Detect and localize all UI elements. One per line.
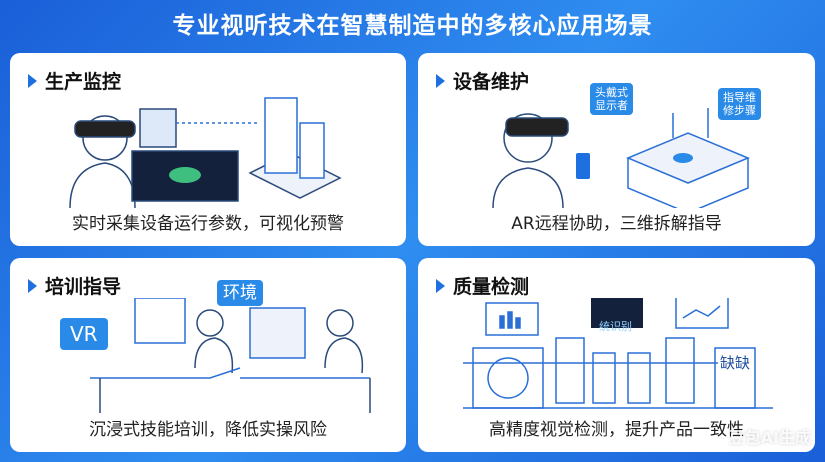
- page-title: 专业视听技术在智慧制造中的多核心应用场景: [172, 13, 653, 39]
- watermark: 豆包AI生成: [728, 428, 811, 447]
- arrow-icon: [436, 278, 445, 293]
- tag-repair-steps: 指导维 修步骤: [718, 88, 761, 120]
- tag-head-mounted-display: 头戴式 显示者: [590, 83, 633, 115]
- card-heading: 设备维护: [453, 71, 530, 93]
- arrow-icon: [28, 278, 37, 293]
- inspection-illustration: [463, 298, 773, 409]
- card-caption: 高精度视觉检测，提升产品一致性: [489, 420, 744, 440]
- card-caption: AR远程协助，三维拆解指导: [511, 214, 722, 234]
- card-caption: 实时采集设备运行参数，可视化预警: [72, 214, 344, 234]
- recognition-label: 统识别: [599, 320, 632, 333]
- environment-label: 环境: [217, 280, 263, 306]
- card-heading: 培训指导: [45, 276, 122, 298]
- arrow-icon: [28, 73, 37, 88]
- card-caption: 沉浸式技能培训，降低实操风险: [89, 420, 327, 440]
- card-training-guidance: 培训指导 VR 环境 沉浸式技能培训，降低实操风险: [10, 258, 406, 452]
- card-equipment-maintenance: 设备维护 头戴式 显示者 指导维 修步骤 AR远程协助，三维拆解指导: [418, 53, 815, 246]
- card-heading: 生产监控: [45, 71, 122, 93]
- card-quality-inspection: 质量检测 统识别 缺缺 高精度视觉检测，提升产品一致性: [418, 258, 815, 452]
- card-heading: 质量检测: [453, 276, 530, 298]
- defect-label: 缺缺: [720, 354, 751, 372]
- maintenance-illustration: [492, 108, 750, 208]
- monitoring-illustration: [69, 97, 342, 208]
- vr-label: VR: [60, 318, 108, 350]
- arrow-icon: [436, 73, 445, 88]
- training-illustration: [90, 298, 371, 413]
- card-production-monitoring: 生产监控 实时采集设备运行参数，可视化预警: [10, 53, 406, 246]
